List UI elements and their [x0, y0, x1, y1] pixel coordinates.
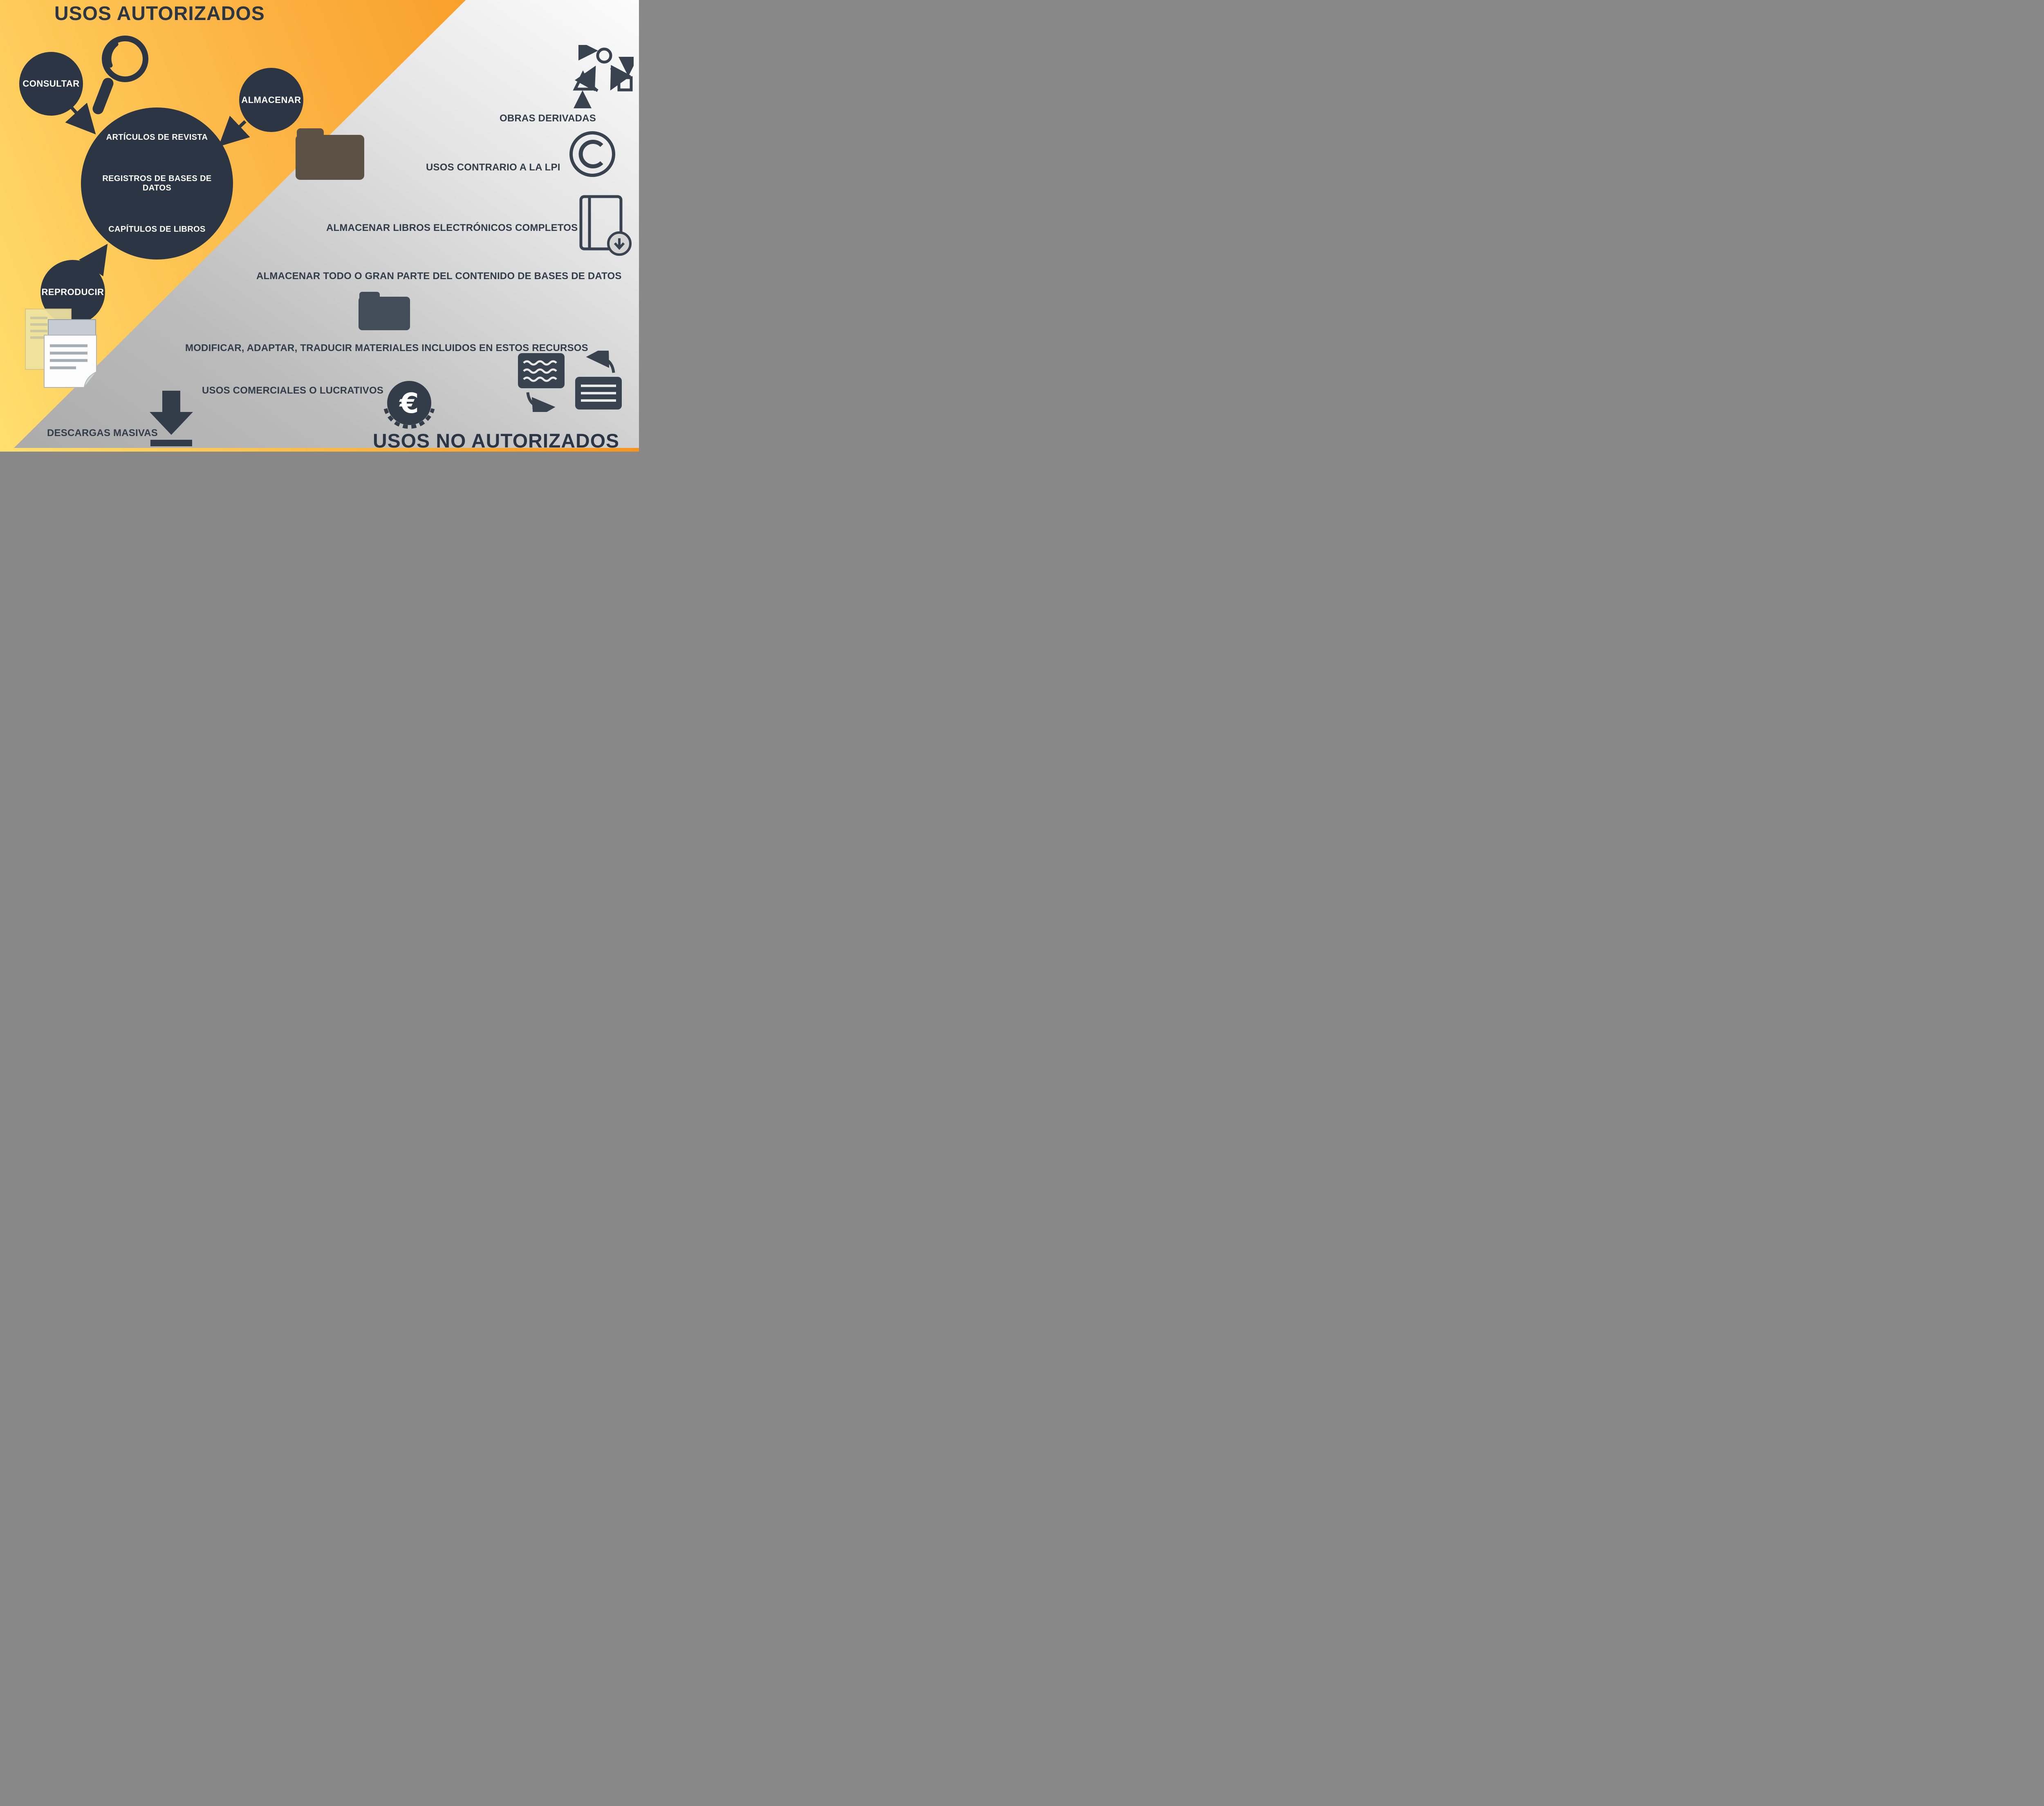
magnifier-icon: [89, 29, 148, 119]
label-obras-derivadas: OBRAS DERIVADAS: [500, 113, 596, 124]
bubble-reproducir-label: REPRODUCIR: [41, 287, 104, 297]
label-almacenar-bases: ALMACENAR TODO O GRAN PARTE DEL CONTENID…: [256, 271, 622, 282]
authorized-content-circle: ARTÍCULOS DE REVISTA REGISTROS DE BASES …: [81, 107, 233, 260]
download-arrow-icon: [150, 391, 193, 446]
label-usos-contrario-lpi: USOS CONTRARIO A LA LPI: [426, 162, 560, 173]
bubble-almacenar: ALMACENAR: [239, 68, 303, 132]
bubble-consultar: CONSULTAR: [19, 52, 83, 116]
ebook-download-icon: [578, 195, 632, 257]
center-item-capitulos: CAPÍTULOS DE LIBROS: [108, 225, 206, 234]
label-almacenar-libros: ALMACENAR LIBROS ELECTRÓNICOS COMPLETOS: [326, 222, 578, 233]
documents-icon: [24, 307, 103, 389]
translate-icon: [517, 351, 623, 412]
folder-icon: [296, 126, 364, 180]
copyright-icon: [567, 129, 617, 179]
bubble-almacenar-label: ALMACENAR: [241, 94, 301, 105]
bottom-accent-strip: [0, 448, 639, 452]
svg-text:€: €: [399, 387, 419, 420]
derived-works-icon: [572, 45, 634, 108]
label-descargas-masivas: DESCARGAS MASIVAS: [47, 427, 158, 439]
authorized-title: USOS AUTORIZADOS: [54, 3, 265, 25]
database-folder-icon: [359, 290, 410, 330]
euro-coin-icon: €: [381, 380, 437, 433]
center-item-articulos: ARTÍCULOS DE REVISTA: [106, 133, 208, 142]
infographic-canvas: USOS AUTORIZADOS CONSULTAR ALMACENAR: [0, 0, 639, 452]
bubble-consultar-label: CONSULTAR: [22, 78, 80, 89]
label-usos-comerciales: USOS COMERCIALES O LUCRATIVOS: [202, 385, 384, 396]
label-modificar-adaptar: MODIFICAR, ADAPTAR, TRADUCIR MATERIALES …: [185, 342, 588, 354]
center-item-registros: REGISTROS DE BASES DE DATOS: [102, 174, 212, 192]
